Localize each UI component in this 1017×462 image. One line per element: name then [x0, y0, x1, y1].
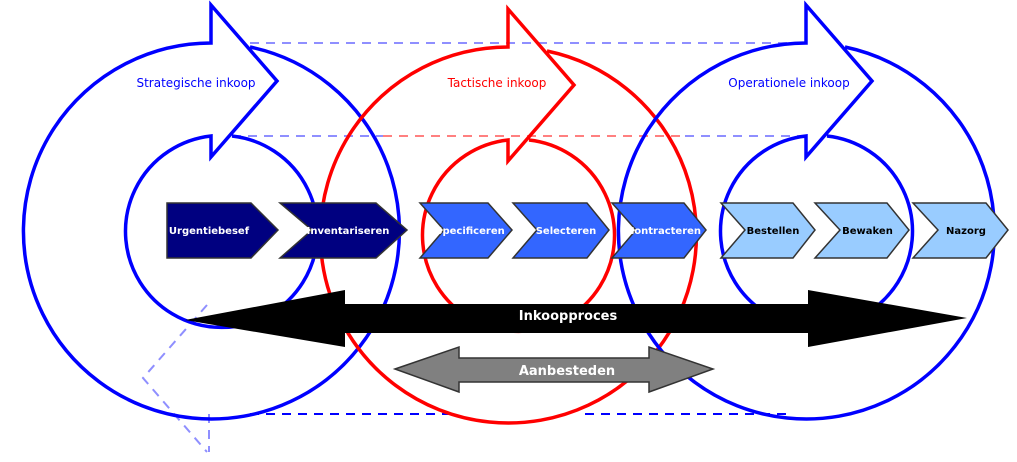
step-label: Bestellen: [747, 226, 800, 237]
strategic-label: Strategische inkoop: [136, 76, 255, 90]
step-chevron-selecteren: [511, 202, 610, 259]
step-label: Urgentiebesef: [169, 226, 250, 237]
process-steps: Urgentiebesef Inventariseren Specificeren S…: [166, 202, 1009, 259]
operational-label: Operationele inkoop: [728, 76, 849, 90]
process-double-arrow: [185, 290, 967, 347]
step-chevron-inventariseren: [277, 202, 409, 259]
step-chevron-contracteren: [610, 202, 707, 259]
dashed-feedback-chevron: [141, 304, 208, 453]
step-chevron-bewaken: [813, 202, 910, 259]
step-label: Contracteren: [627, 226, 701, 237]
step-label: Selecteren: [536, 226, 597, 237]
tender-label: Aanbesteden: [519, 364, 615, 379]
tactical-label: Tactische inkoop: [447, 76, 547, 90]
step-label: Nazorg: [946, 226, 986, 237]
step-chevron-urgentiebesef: [166, 202, 280, 259]
step-label: Inventariseren: [307, 226, 390, 237]
tender-double-arrow: [392, 345, 716, 394]
step-chevron-specificeren: [418, 202, 513, 259]
step-label: Bewaken: [842, 226, 893, 237]
process-label: Inkoopproces: [519, 309, 618, 324]
step-chevron-nazorg: [911, 202, 1009, 259]
dashed-guides: [141, 42, 806, 453]
step-chevron-bestellen: [719, 202, 816, 259]
step-label: Specificeren: [435, 226, 504, 237]
